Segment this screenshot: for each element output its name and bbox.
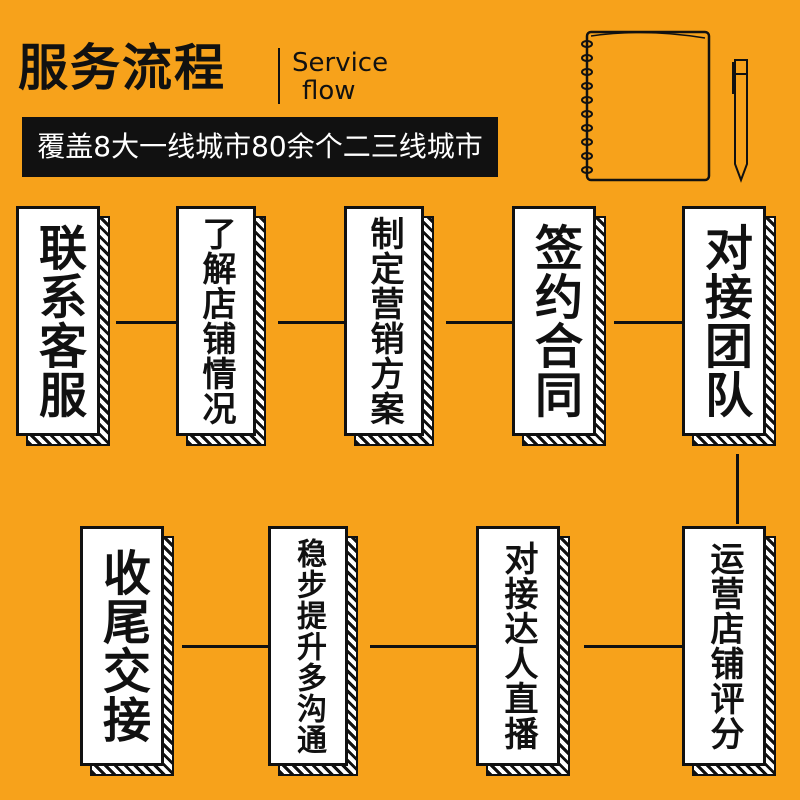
step-final-handover: 收尾交接 [80, 526, 174, 776]
connector-2-3 [278, 321, 344, 324]
connector-6-7 [584, 645, 682, 648]
step-label: 制定营销方案 [364, 216, 404, 426]
notebook-pen-illustration [581, 30, 748, 183]
step-label: 收尾交接 [94, 548, 150, 744]
step-marketing-plan: 制定营销方案 [344, 206, 434, 446]
step-understand-store: 了解店铺情况 [176, 206, 266, 446]
coverage-banner: 覆盖8大一线城市80余个二三线城市 [22, 117, 498, 177]
step-team-handoff: 对接团队 [682, 206, 776, 446]
english-title-line2: flow [302, 76, 356, 106]
step-influencer-live: 对接达人直播 [476, 526, 570, 776]
step-sign-contract: 签约合同 [512, 206, 606, 446]
connector-3-4 [446, 321, 512, 324]
title-divider [278, 48, 280, 104]
step-label: 对接团队 [696, 223, 752, 419]
connector-7-8 [370, 645, 476, 648]
connector-5-6 [736, 454, 739, 524]
step-label: 对接达人直播 [498, 541, 538, 751]
step-store-rating: 运营店铺评分 [682, 526, 776, 776]
step-steady-improve: 稳步提升多沟通 [268, 526, 358, 776]
step-label: 联系客服 [30, 223, 86, 419]
step-label: 运营店铺评分 [704, 541, 744, 751]
connector-8-9 [182, 645, 268, 648]
step-label: 签约合同 [526, 223, 582, 419]
connector-4-5 [614, 321, 682, 324]
step-label: 稳步提升多沟通 [291, 537, 326, 755]
connector-1-2 [116, 321, 176, 324]
step-label: 了解店铺情况 [196, 216, 236, 426]
english-title-line1: Service [292, 48, 389, 78]
page-title: 服务流程 [18, 39, 226, 97]
step-contact-service: 联系客服 [16, 206, 110, 446]
